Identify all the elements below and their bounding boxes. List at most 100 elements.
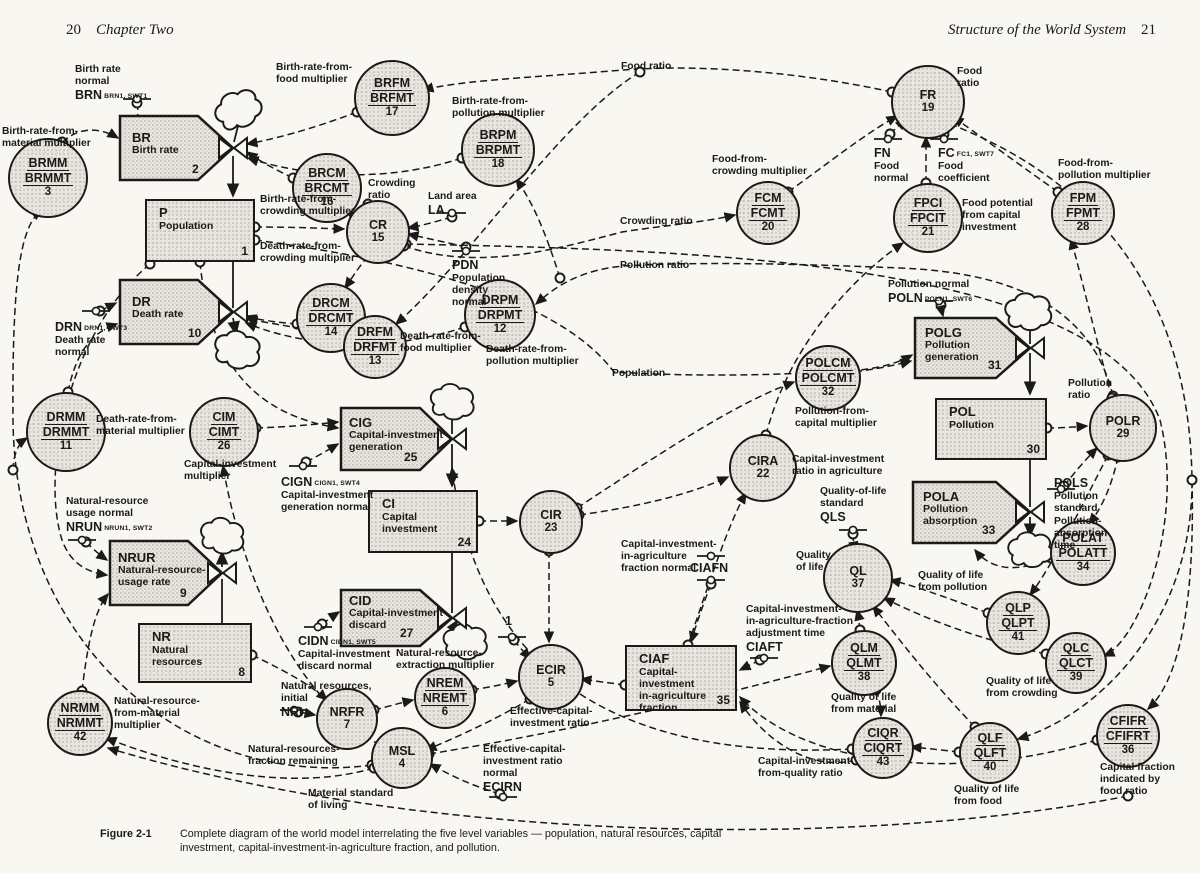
rate-flag-cid (339, 588, 454, 648)
aux-name-brcm: BRCM (306, 166, 348, 182)
section-title: Structure of the World System (948, 22, 1127, 38)
valve-icon-cid-1 (451, 605, 467, 631)
aux-number-fcm: 20 (761, 221, 775, 234)
aux-name-qlf: QLF (975, 731, 1005, 747)
cloud-3 (429, 383, 475, 421)
aux-name-cr: CR (368, 218, 388, 233)
constant-icon-ciafn-a (706, 551, 716, 561)
figure-caption-tag: Figure 2-1 (100, 828, 152, 840)
rate-number-cig: 25 (404, 450, 418, 464)
info-link-21 (1068, 237, 1118, 404)
valve-icon-cig-0 (437, 426, 453, 452)
aux-name-fpm: FPM (1067, 191, 1099, 207)
aux-number-nrfr: 7 (343, 719, 351, 732)
cloud-5 (1004, 292, 1053, 332)
aux-name-cfifr: CFIFRT (1103, 729, 1153, 745)
aux-name-qlp: QLPT (999, 616, 1037, 632)
valve-icon-pola-0 (1015, 499, 1031, 525)
aux-number-msl: 4 (398, 758, 406, 771)
rate-flag-br (118, 114, 235, 182)
aux-name-brfm: BRFM (371, 76, 413, 92)
constant-icon-fn (883, 134, 893, 144)
level-number-p: 1 (241, 244, 248, 258)
level-acronym-p: P (159, 205, 168, 220)
info-link-26 (316, 611, 341, 630)
aux-number-cir: 23 (544, 522, 558, 535)
aux-name-nrfr: NRFR (329, 705, 365, 720)
valve-icon-nrur-1 (221, 560, 237, 586)
rate-number-dr: 10 (188, 326, 202, 340)
info-link-68 (935, 299, 947, 318)
info-link-41 (428, 763, 506, 800)
aux-number-ecir: 5 (547, 677, 555, 690)
aux-number-polr: 29 (1116, 428, 1130, 441)
info-link-15 (94, 302, 118, 317)
aux-number-ciqr: 43 (876, 756, 890, 769)
info-link-50 (870, 684, 887, 718)
level-desc-nr: resources (152, 656, 203, 669)
aux-name-brpm: BRPMT (473, 143, 523, 159)
aux-name-polr: POLR (1105, 414, 1141, 429)
aux-name-polat: POLAT (1060, 531, 1106, 547)
info-link-46 (854, 608, 866, 636)
aux-number-cira: 22 (756, 468, 770, 481)
aux-number-fpci: 21 (921, 226, 935, 239)
aux-name-ecir: ECIR (536, 663, 566, 678)
info-link-67 (849, 358, 913, 378)
aux-number-brcm: 16 (320, 196, 334, 209)
cloud-6 (1007, 531, 1054, 569)
aux-name-drcm: DRCM (310, 296, 352, 312)
constant-icon-drn (91, 306, 101, 316)
info-link-39 (579, 675, 631, 691)
flow-line-0 (233, 125, 239, 143)
figure-caption: Figure 2-1 Complete diagram of the world… (100, 827, 760, 855)
aux-number-qlc: 39 (1069, 671, 1083, 684)
constant-icon-brn (132, 94, 142, 104)
aux-name-ql: QL (849, 564, 867, 579)
info-link-55 (1146, 474, 1198, 711)
constant-icon-qls (848, 525, 858, 535)
info-link-4 (62, 322, 119, 398)
constant-icon-pdn (461, 246, 471, 256)
info-link-59 (884, 117, 908, 140)
valve-icon-cid-0 (437, 605, 453, 631)
aux-number-cim: 26 (217, 440, 231, 453)
chapter-title: Chapter Two (96, 22, 174, 38)
aux-name-drfm: DRFM (354, 325, 396, 341)
level-desc-ciaf: Capital-investment (639, 666, 695, 691)
aux-name-polcm: POLCMT (799, 371, 857, 387)
valve-icon-pola-1 (1029, 499, 1045, 525)
rate-number-br: 2 (192, 162, 199, 176)
aux-number-drcm: 14 (324, 326, 338, 339)
aux-number-drpm: 12 (493, 323, 507, 336)
constant-icon-poln (934, 296, 944, 306)
aux-number-qlf: 40 (983, 761, 997, 774)
level-desc-ciaf: fraction (639, 702, 678, 715)
figure-caption-text: Complete diagram of the world model inte… (180, 828, 722, 855)
aux-name-qlc: QLC (1060, 641, 1092, 657)
level-acronym-nr: NR (152, 629, 171, 644)
constant-icon-one (507, 632, 517, 642)
aux-number-fr: 19 (921, 102, 935, 115)
info-link-2 (7, 437, 29, 476)
aux-name-msl: MSL (388, 744, 416, 759)
info-link-70 (1058, 446, 1099, 492)
info-link-75 (398, 212, 737, 259)
info-link-63 (738, 654, 766, 671)
valve-icon-br-0 (218, 135, 234, 161)
info-link-58 (951, 116, 1064, 198)
